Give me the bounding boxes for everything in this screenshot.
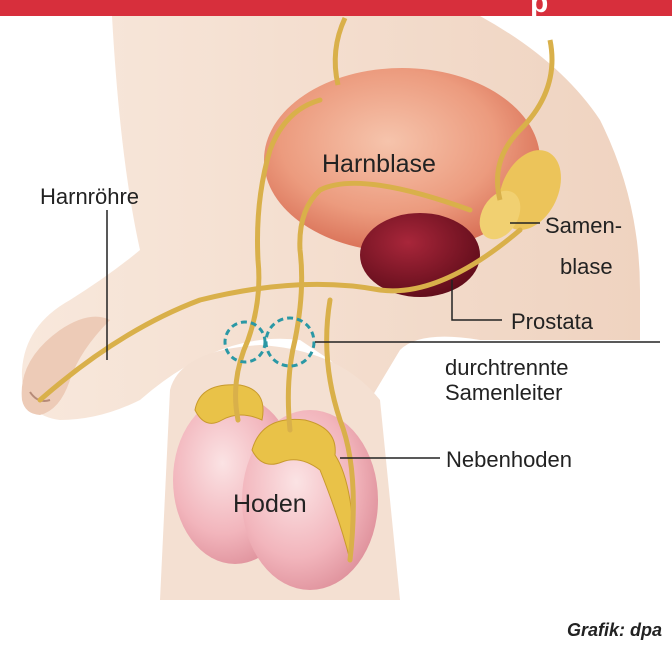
label-cut-line-2: Samenleiter xyxy=(445,380,562,406)
label-harnroehre: Harnröhre xyxy=(40,184,139,210)
label-hoden: Hoden xyxy=(233,490,307,518)
label-nebenhoden: Nebenhoden xyxy=(446,447,572,473)
credit-text: Grafik: dpa xyxy=(567,620,662,641)
label-samenblase-1: Samen- xyxy=(545,213,622,239)
label-samenblase-2: blase xyxy=(560,254,613,280)
label-cut-line-1: durchtrennte xyxy=(445,355,569,381)
prostate-shape xyxy=(360,213,480,297)
label-harnblase: Harnblase xyxy=(322,150,436,178)
label-prostata: Prostata xyxy=(511,309,593,335)
